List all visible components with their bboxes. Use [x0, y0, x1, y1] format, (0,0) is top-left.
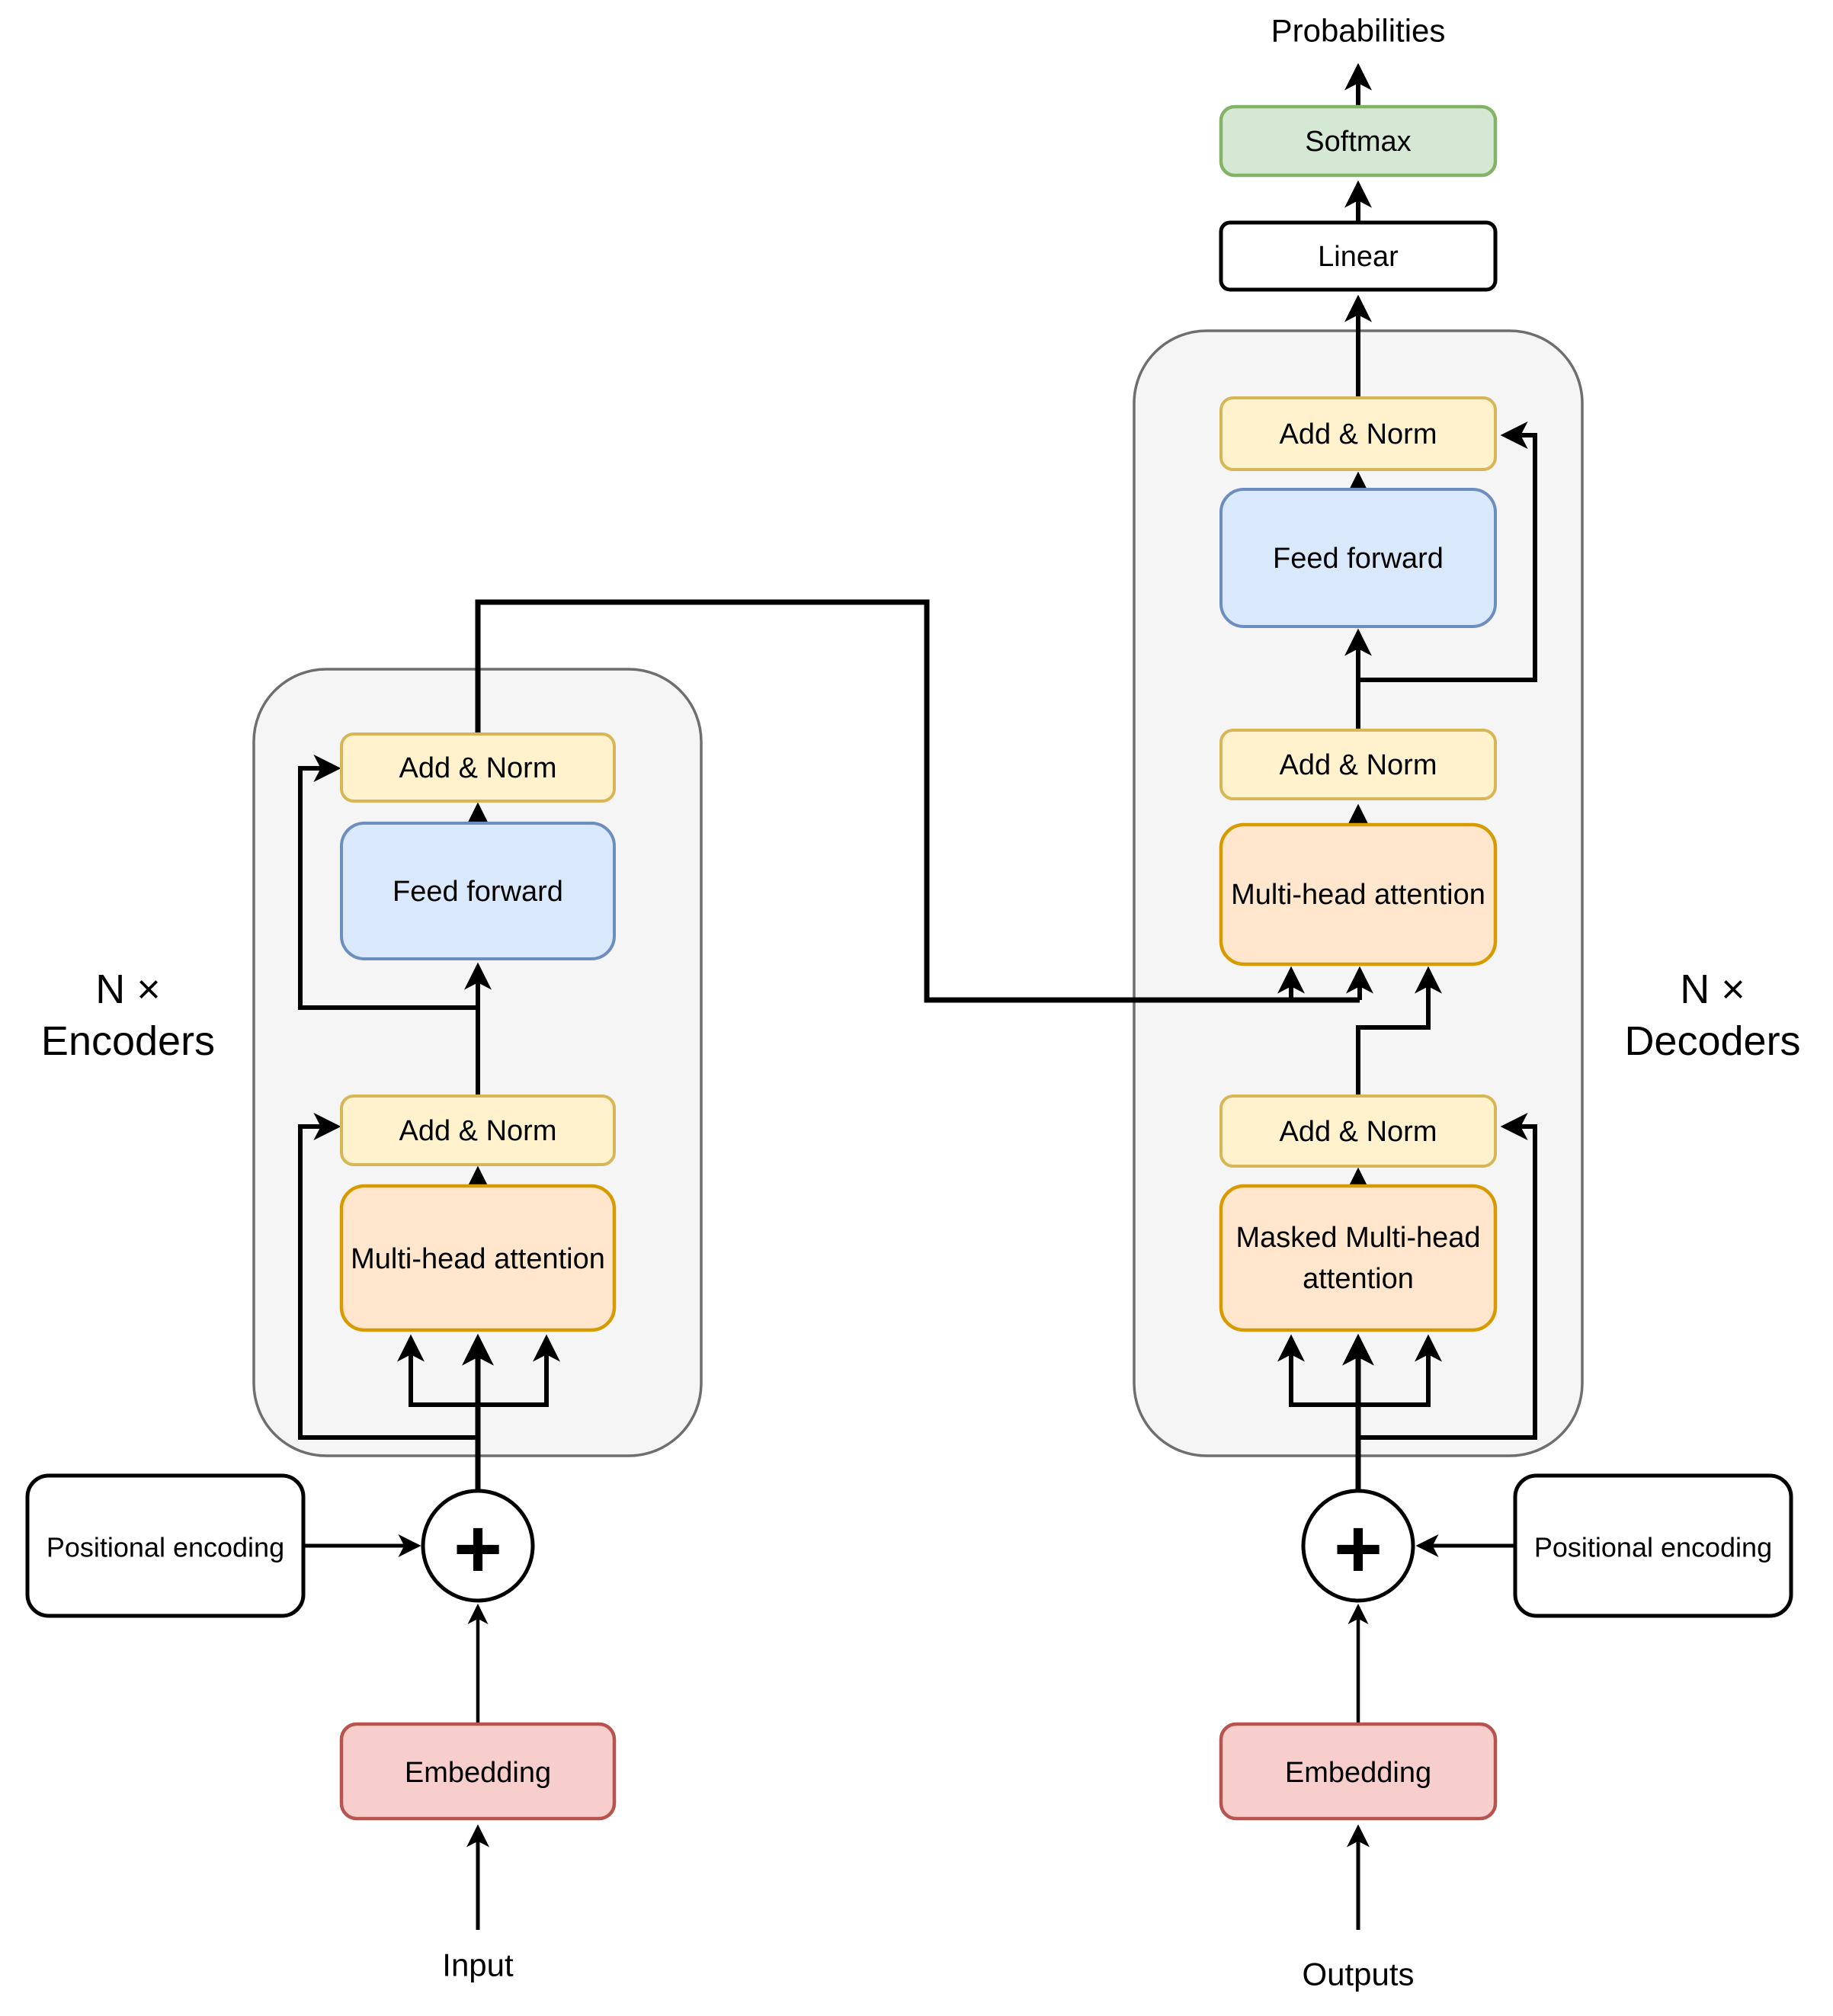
encoder-count-label: N × [95, 966, 161, 1012]
edge-encoder-residual-attention [298, 1113, 478, 1440]
decoder-plus-icon: + [1334, 1502, 1383, 1596]
softmax-label: Softmax [1305, 126, 1411, 158]
encoder-positional-encoding-box [25, 1473, 306, 1618]
decoder-count-label: N × [1680, 966, 1745, 1012]
decoder-masked-attention-label-line2: attention [1303, 1263, 1414, 1295]
edge-encoder-attention-fork-right [478, 1334, 560, 1407]
encoder-name-label: Encoders [41, 1018, 215, 1064]
decoder-positional-encoding-label: Positional encoding [1534, 1532, 1772, 1563]
encoder-multi-head-attention-box [339, 1184, 617, 1332]
encoder-plus-circle [421, 1489, 535, 1603]
probabilities-label: Probabilities [1271, 13, 1446, 49]
encoder-add-norm-bottom-box [340, 1095, 616, 1166]
decoder-multi-head-attention-label: Multi-head attention [1231, 879, 1485, 911]
edge-encoder-attention-fork-left [397, 1334, 478, 1407]
encoder-add-norm-bottom-label: Add & Norm [399, 1115, 557, 1147]
encoder-multi-head-attention-label: Multi-head attention [351, 1243, 605, 1275]
decoder-add-norm-top-box [1219, 396, 1497, 471]
encoder-plus-icon: + [453, 1502, 502, 1596]
input-label: Input [442, 1947, 514, 1983]
decoder-add-norm-top-label: Add & Norm [1280, 418, 1437, 450]
edge-decoder-residual-masked-attention [1358, 1113, 1537, 1440]
edge-encoder-output-to-decoder [475, 599, 1360, 1003]
softmax-box [1219, 104, 1498, 178]
encoder-feed-forward-label: Feed forward [393, 876, 563, 908]
decoder-plus-circle [1301, 1489, 1415, 1603]
decoder-add-norm-bottom-box [1219, 1095, 1497, 1168]
edge-encoder-residual-feed-forward [298, 755, 478, 1010]
decoder-add-norm-middle-box [1219, 729, 1497, 800]
decoder-name-label: Decoders [1624, 1018, 1800, 1064]
decoder-embedding-label: Embedding [1285, 1757, 1431, 1789]
decoder-feed-forward-label: Feed forward [1273, 543, 1444, 575]
edge-decoder-residual-feed-forward [1358, 421, 1537, 682]
encoder-positional-encoding-label: Positional encoding [46, 1532, 284, 1563]
decoder-embedding-box [1219, 1722, 1498, 1821]
decoder-masked-multi-head-attention-box [1219, 1184, 1498, 1332]
decoder-masked-attention-label-line1: Masked Multi-head [1235, 1222, 1480, 1254]
edge-decoder-attention-fork-left [1277, 1334, 1358, 1407]
outputs-label: Outputs [1302, 1957, 1414, 1992]
decoder-positional-encoding-box [1513, 1473, 1793, 1618]
linear-box [1219, 220, 1498, 292]
linear-label: Linear [1318, 241, 1399, 273]
edge-decoder-stream-to-cross-attention [1356, 966, 1442, 1096]
encoder-add-norm-top-label: Add & Norm [399, 752, 557, 784]
decoder-add-norm-middle-label: Add & Norm [1280, 749, 1437, 781]
decoder-feed-forward-box [1219, 488, 1497, 628]
encoder-embedding-label: Embedding [405, 1757, 551, 1789]
edge-decoder-attention-fork-right [1358, 1334, 1442, 1407]
encoder-feed-forward-box [340, 822, 616, 960]
decoder-add-norm-bottom-label: Add & Norm [1280, 1116, 1437, 1148]
encoder-add-norm-top-box [340, 732, 616, 803]
encoder-embedding-box [339, 1722, 617, 1821]
decoder-multi-head-attention-box [1219, 822, 1498, 966]
